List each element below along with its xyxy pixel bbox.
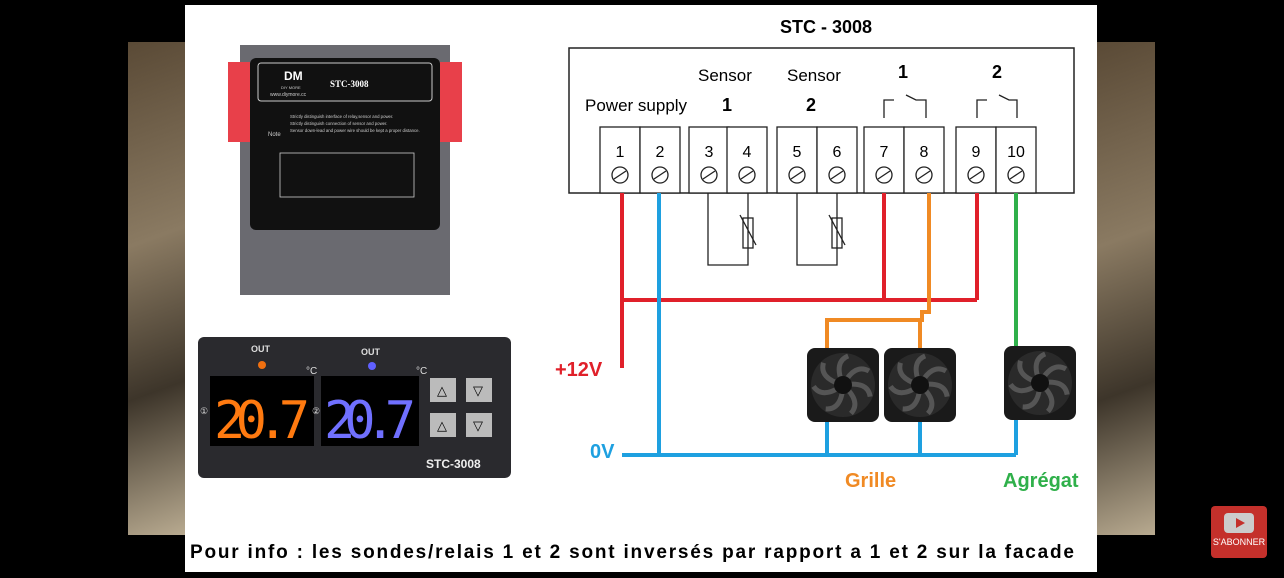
terminal-5: 5 [776, 126, 818, 194]
subscribe-label: S'ABONNER [1212, 537, 1266, 547]
agregat-label: Agrégat [1003, 470, 1079, 492]
terminal-number: 7 [880, 144, 889, 161]
device-back-photo: DM DIY MORE www.diymore.cc STC-3008 Note… [228, 45, 462, 295]
sensor-2-number: 2 [806, 95, 816, 115]
display-1: 20.7 [214, 391, 310, 451]
screw-icon [788, 166, 806, 184]
screw-icon [700, 166, 718, 184]
svg-text:△: △ [437, 418, 447, 433]
sensor-probes [707, 193, 846, 266]
note-label: Note [268, 132, 281, 138]
subscribe-button[interactable]: S'ABONNER [1211, 506, 1267, 558]
terminal-number: 9 [972, 144, 981, 161]
screw-icon [1007, 166, 1025, 184]
display-2: 20.7 [324, 391, 416, 451]
svg-text:△: △ [437, 383, 447, 398]
terminal-number: 4 [743, 144, 752, 161]
background-photo-left [128, 42, 185, 535]
terminal-6: 6 [816, 126, 858, 194]
front-model: STC-3008 [426, 457, 481, 471]
terminal-8: 8 [903, 126, 945, 194]
plus12v-label: +12V [555, 359, 603, 381]
ch2-label: ② [312, 406, 320, 416]
svg-text:▽: ▽ [473, 418, 483, 433]
screw-icon [651, 166, 669, 184]
screw-icon [738, 166, 756, 184]
terminal-4: 4 [726, 126, 768, 194]
fan-icon [884, 348, 956, 422]
screw-icon [915, 166, 933, 184]
fan-icon [807, 348, 879, 422]
youtube-play-icon [1224, 513, 1254, 533]
diagram-title: STC - 3008 [780, 17, 872, 37]
svg-text:▽: ▽ [473, 383, 483, 398]
relay-switch-icons [883, 94, 1018, 118]
terminal-10: 10 [995, 126, 1037, 194]
back-model: STC-3008 [330, 79, 369, 89]
terminal-9: 9 [955, 126, 997, 194]
terminal-number: 1 [616, 144, 625, 161]
screw-icon [967, 166, 985, 184]
brand-logo: DM [284, 69, 303, 83]
down-button-1[interactable]: ▽ [466, 378, 492, 402]
brand-url: www.diymore.cc [270, 92, 307, 98]
terminal-3: 3 [688, 126, 730, 194]
sensor-1-number: 1 [722, 95, 732, 115]
terminal-number: 6 [833, 144, 842, 161]
up-button-1[interactable]: △ [430, 378, 456, 402]
grille-label: Grille [845, 470, 896, 492]
note-line: Strictly distinguish interface of relay,… [290, 114, 393, 119]
terminals: 1 2 3 4 5 6 7 8 9 10 [599, 126, 1037, 194]
sensor-2-label: Sensor [787, 66, 841, 85]
terminal-1: 1 [599, 126, 641, 194]
brand-sub: DIY MORE [281, 85, 301, 90]
background-photo-right [1097, 42, 1155, 535]
relay-2-number: 2 [992, 62, 1002, 82]
terminal-2: 2 [639, 126, 681, 194]
terminal-number: 10 [1007, 144, 1025, 161]
bottom-note: Pour info : les sondes/relais 1 et 2 son… [190, 542, 1074, 563]
screw-icon [611, 166, 629, 184]
ch1-label: ① [200, 406, 208, 416]
fan-icon [1004, 346, 1076, 420]
down-button-2[interactable]: ▽ [466, 413, 492, 437]
up-button-2[interactable]: △ [430, 413, 456, 437]
terminal-number: 5 [793, 144, 802, 161]
note-line: Sensor down-lead and power wire should b… [290, 128, 420, 133]
unit-label: °C [306, 366, 317, 377]
fans [807, 346, 1076, 422]
out-label: OUT [251, 344, 271, 354]
screw-icon [875, 166, 893, 184]
terminal-number: 3 [705, 144, 714, 161]
relay-1-number: 1 [898, 62, 908, 82]
terminal-number: 2 [656, 144, 665, 161]
unit-label: °C [416, 366, 427, 377]
sensor-1-label: Sensor [698, 66, 752, 85]
screw-icon [828, 166, 846, 184]
terminal-7: 7 [863, 126, 905, 194]
wires [620, 193, 1018, 457]
power-supply-label: Power supply [585, 96, 688, 115]
zero-v-label: 0V [590, 441, 615, 463]
terminal-number: 8 [920, 144, 929, 161]
note-line: Strictly distinguish connection of senso… [290, 121, 387, 126]
out-label: OUT [361, 347, 381, 357]
device-front-photo: OUT OUT °C °C 20.7 20.7 ① ② △ ▽ △ ▽ STC-… [198, 337, 511, 478]
